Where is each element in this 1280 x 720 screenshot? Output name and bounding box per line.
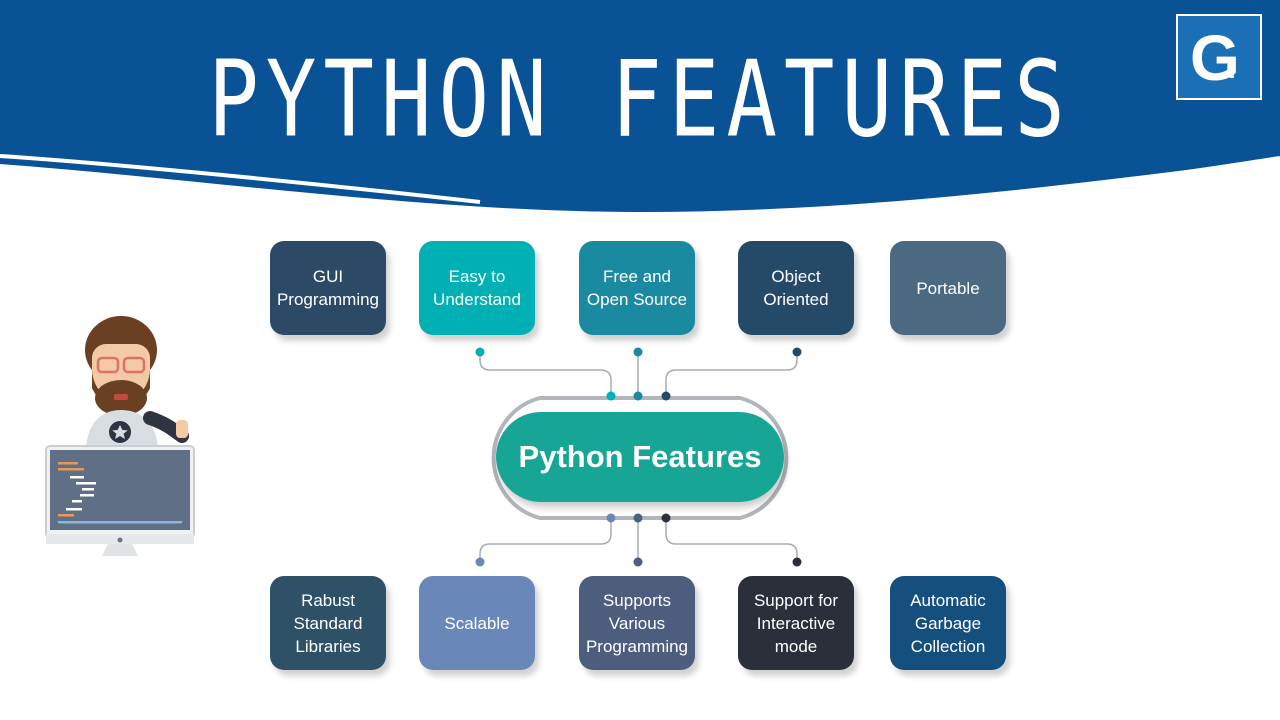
connector-dot-bottom-2 [475,557,485,567]
connector-dot-center-bottom-3 [633,513,643,523]
bottom-feature-box-2: Scalable [419,576,535,670]
logo-sub: i [1228,53,1236,84]
center-ring [491,396,789,520]
connector-top-4 [665,352,798,396]
brand-logo: G i [1176,14,1262,100]
connector-bottom-4 [665,518,798,562]
connector-dot-center-top-2 [606,391,616,401]
bottom-feature-label-2: Scalable [444,613,510,633]
connector-dot-bottom-4 [792,557,802,567]
connector-dot-center-bottom-4 [661,513,671,523]
logo-letter: G [1190,22,1240,94]
connector-dot-center-top-4 [661,391,671,401]
connector-lines [475,347,802,567]
monitor-stand [102,544,138,556]
developer-thumb [176,420,188,438]
connector-dot-bottom-3 [633,557,643,567]
monitor-power-dot [117,537,123,543]
connector-dot-top-3 [633,347,643,357]
connector-dot-center-top-3 [633,391,643,401]
connector-dot-center-bottom-2 [606,513,616,523]
connector-bottom-2 [479,518,612,562]
connector-dot-top-4 [792,347,802,357]
top-feature-box-5: Portable [890,241,1006,335]
header-curve-left [0,154,481,204]
star-icon [112,425,128,439]
connector-dot-top-2 [475,347,485,357]
center-node: Python Features [496,412,784,502]
header-curve-right [1129,156,1280,182]
header-band-shape [0,0,1280,212]
code-lines [58,462,182,524]
center-label: Python Features [518,439,762,474]
header-band [0,0,1280,212]
connector-top-2 [479,352,612,396]
top-feature-label-5: Portable [916,278,980,298]
developer-face [92,344,150,390]
developer-mouth [114,394,128,400]
developer-glasses-right [122,356,146,374]
header-banner: PYTHON FEATURES G i [0,0,1280,230]
page-title: PYTHON FEATURES [208,38,1072,161]
developer-glasses-left [96,356,120,374]
